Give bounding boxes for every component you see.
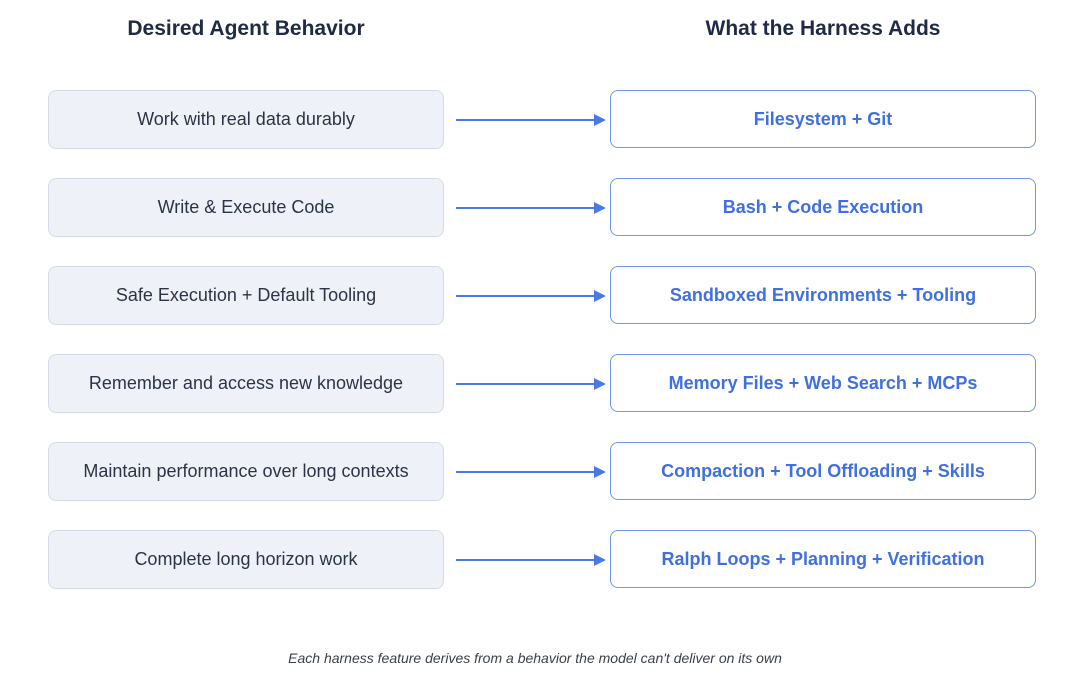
arrow-right-icon [456, 114, 606, 126]
mapping-row: Work with real data durably Filesystem +… [0, 90, 1080, 149]
behavior-box: Work with real data durably [48, 90, 444, 149]
arrow-right-icon [456, 290, 606, 302]
arrow-right-icon [456, 554, 606, 566]
behavior-box: Maintain performance over long contexts [48, 442, 444, 501]
mapping-row: Complete long horizon work Ralph Loops +… [0, 530, 1080, 589]
mapping-row: Safe Execution + Default Tooling Sandbox… [0, 266, 1080, 325]
mapping-row: Maintain performance over long contexts … [0, 442, 1080, 501]
behavior-box: Remember and access new knowledge [48, 354, 444, 413]
diagram-caption: Each harness feature derives from a beha… [288, 650, 782, 666]
feature-box: Sandboxed Environments + Tooling [610, 266, 1036, 324]
behavior-column-header: Desired Agent Behavior [127, 17, 365, 40]
feature-box: Ralph Loops + Planning + Verification [610, 530, 1036, 588]
arrow-right-icon [456, 466, 606, 478]
behavior-box: Complete long horizon work [48, 530, 444, 589]
mapping-row: Remember and access new knowledge Memory… [0, 354, 1080, 413]
feature-box: Bash + Code Execution [610, 178, 1036, 236]
feature-box: Memory Files + Web Search + MCPs [610, 354, 1036, 412]
arrow-right-icon [456, 202, 606, 214]
harness-column-header: What the Harness Adds [705, 17, 941, 40]
feature-box: Compaction + Tool Offloading + Skills [610, 442, 1036, 500]
feature-box: Filesystem + Git [610, 90, 1036, 148]
behavior-box: Write & Execute Code [48, 178, 444, 237]
mapping-row: Write & Execute Code Bash + Code Executi… [0, 178, 1080, 237]
mapping-rows: Work with real data durably Filesystem +… [0, 90, 1080, 618]
behavior-box: Safe Execution + Default Tooling [48, 266, 444, 325]
arrow-right-icon [456, 378, 606, 390]
